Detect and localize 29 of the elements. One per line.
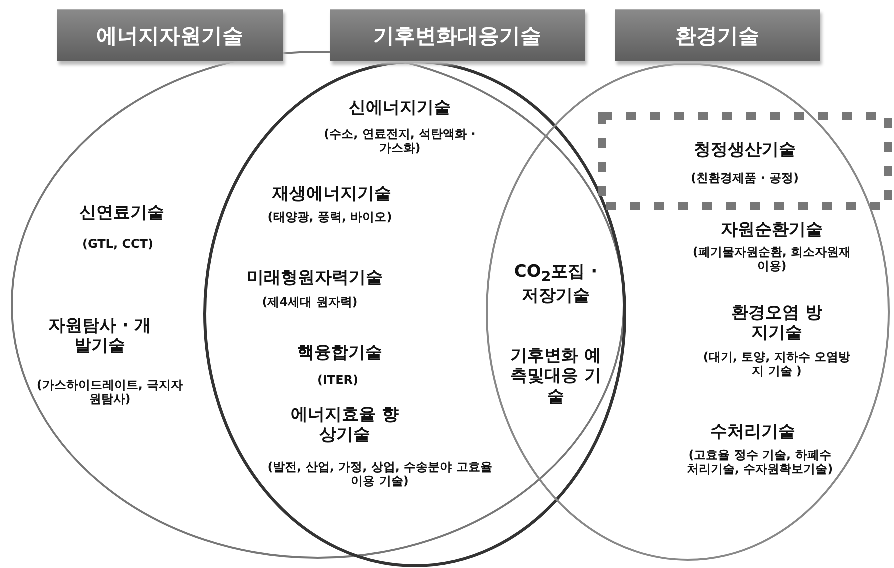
technology-examples: (GTL, CCT) bbox=[82, 237, 154, 252]
technology-name: 자원탐사 · 개발기술 bbox=[47, 316, 153, 357]
technology-name: 기후변화 예측및대응 기술 bbox=[510, 346, 602, 408]
technology-examples: (고효율 정수 기술, 하폐수처리기술, 수자원확보기술) bbox=[686, 448, 834, 477]
technology-examples: (대기, 토양, 지하수 오염방지 기술 ) bbox=[702, 350, 852, 379]
technology-examples: (제4세대 원자력) bbox=[261, 295, 359, 310]
technology-name: CO$_{2}$포집 · 저장기술 bbox=[513, 262, 599, 307]
technology-examples: (ITER) bbox=[316, 373, 360, 388]
technology-name: 재생에너지기술 bbox=[271, 184, 392, 204]
category-title-box: 환경기술 bbox=[615, 9, 820, 61]
technology-name: 환경오염 방지기술 bbox=[730, 303, 824, 344]
technology-examples: (폐기물자원순환, 희소자원재이용) bbox=[692, 245, 852, 274]
technology-name: 신연료기술 bbox=[78, 203, 166, 224]
dashed-box bbox=[598, 112, 892, 210]
technology-examples: (발전, 산업, 가정, 상업, 수송분야 고효율이용 기술) bbox=[266, 460, 494, 489]
category-title-box: 에너지자원기술 bbox=[57, 9, 283, 61]
venn-circle bbox=[12, 52, 624, 558]
technology-name: 수처리기술 bbox=[710, 422, 796, 442]
technology-name: 청정생산기술 bbox=[693, 139, 797, 161]
technology-examples: (가스하이드레이트, 극지자원탐사) bbox=[36, 378, 184, 407]
technology-examples: (친환경제품 · 공정) bbox=[690, 170, 800, 187]
technology-examples: (수소, 연료전지, 석탄액화 · 가스화) bbox=[323, 127, 477, 156]
category-title-box: 기후변화대응기술 bbox=[330, 9, 585, 61]
technology-name: 미래형원자력기술 bbox=[246, 268, 384, 288]
technology-examples: (태양광, 풍력, 바이오) bbox=[266, 210, 394, 224]
technology-name: 신에너지기술 bbox=[348, 98, 452, 118]
technology-name: 에너지효율 향상기술 bbox=[290, 405, 400, 446]
technology-name: 핵융합기술 bbox=[296, 343, 384, 364]
technology-name: 자원순환기술 bbox=[720, 220, 824, 240]
